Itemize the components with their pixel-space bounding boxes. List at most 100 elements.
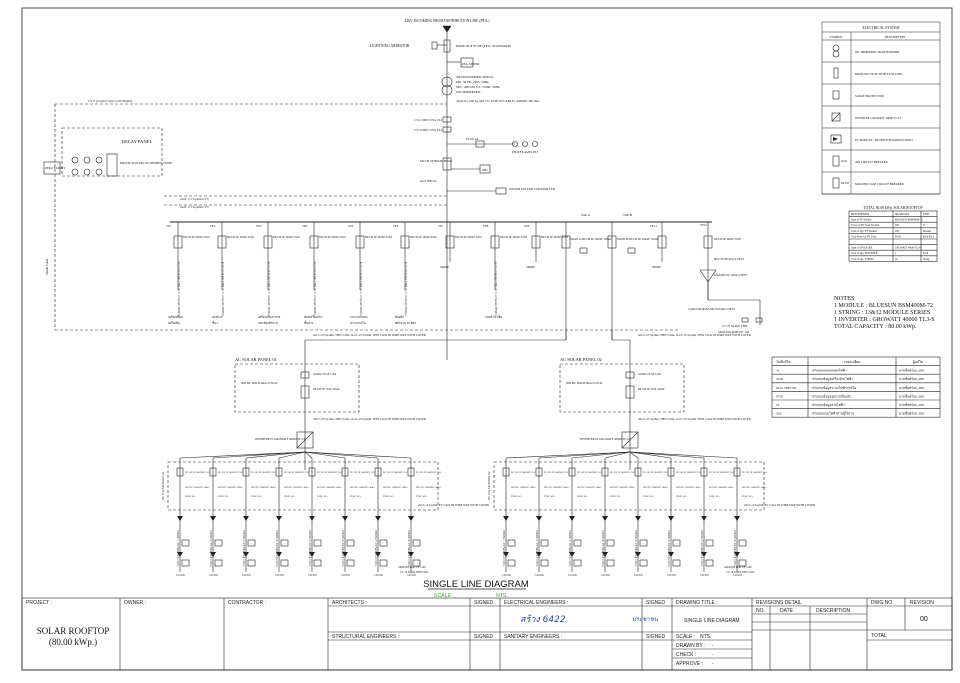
pv-string-label: STRING 6 : PV MODULE 13 PCs bbox=[667, 530, 670, 566]
pv-module-icon bbox=[379, 539, 388, 547]
pv-string-label: STRING 7 : PV MODULE 13 PCs bbox=[374, 530, 377, 566]
main-mccb-symbol bbox=[442, 157, 452, 171]
total-table-head: DESCRIPTION bbox=[851, 213, 869, 216]
ac-panel-mccb-label: MCCB 3P 75AT 100AF bbox=[638, 388, 665, 391]
pv-module-icon bbox=[412, 559, 421, 567]
dc-spd-label: SPD DC 1000VDC 40kA bbox=[643, 486, 668, 489]
dc-spd-label: SPD DC 1000VDC 40kA bbox=[610, 486, 635, 489]
cvv-1-label: 2x2C 1.5 Sq.mm CVV bbox=[180, 197, 210, 201]
total-capacity-table: TOTAL 80.00 kWp. SOLAR ROOFTOPDESCRIPTIO… bbox=[848, 206, 938, 262]
string-kwp-label: 5.20 kW bbox=[733, 574, 742, 577]
feeder-cable-label: 4x1/C-25 Sq.mm. THW 1x1/C-16 Sq.mm. THW(… bbox=[313, 262, 316, 316]
total-table-cell: Module bbox=[923, 230, 932, 233]
feeder-mccb-label: MCCB 3P 100AF 50AT bbox=[273, 236, 300, 239]
dc-spd-label: SPD DC 1000VDC 40kA bbox=[251, 486, 276, 489]
feeder-cable-label: 4x1/C-10 Sq.mm. THW 1x1/C-10 Sq.mm. THW(… bbox=[359, 262, 362, 316]
surge-icon bbox=[832, 90, 840, 100]
feeder-mccb-label: MCCB 3P 100AF 63AT bbox=[410, 236, 437, 239]
pv-module-icon bbox=[573, 559, 582, 567]
signed-label-4: SIGNED bbox=[646, 634, 666, 640]
dc-spd-label: SPD DC 1000VDC 40kA bbox=[218, 486, 243, 489]
main-a-label: MAIN A MCCB 3P 160AF 160AT bbox=[570, 237, 612, 241]
legend-code: ACB bbox=[841, 160, 847, 163]
rev-table-cell: ปรับปรุงข้อมูลเครื่องจักรไฟฟ้า bbox=[812, 376, 853, 382]
signature-2: ประชาชน bbox=[632, 616, 658, 623]
notes-line-1: 1 MODULE : BLUESUN BSM400M-72 bbox=[834, 303, 933, 309]
revision-value: 00 bbox=[920, 616, 928, 623]
rev-table-cell: 25/06 bbox=[776, 377, 784, 381]
acb-icon bbox=[832, 155, 840, 167]
drawn-by-value: - bbox=[712, 643, 714, 649]
diode-arrow bbox=[276, 516, 282, 521]
total-table-cell: W bbox=[923, 224, 926, 227]
transformer-winding-2 bbox=[441, 84, 453, 96]
feeder-load-label-1: SPARE bbox=[526, 265, 535, 269]
rev-table-cell: นายชั้นพร้อม_ผจก. bbox=[899, 376, 925, 381]
diode-arrow bbox=[309, 552, 315, 557]
feeder-load-label-1: เครื่องปรับอากาศ bbox=[258, 314, 280, 319]
drawing-scale-value: NTS. bbox=[496, 593, 508, 599]
diode-arrow bbox=[602, 516, 608, 521]
feeder-tag: TP9 bbox=[524, 224, 530, 228]
pv-module-icon bbox=[313, 559, 322, 567]
pfc-label: POWER FACTOR CONTROLLER bbox=[509, 187, 556, 191]
ct1-label: CT=1 800/5 5VA CL1 bbox=[414, 118, 443, 122]
string-kwp-label: 5.20 kW bbox=[242, 574, 251, 577]
capacitor-symbol bbox=[699, 269, 717, 283]
pv-string-label: STRING 7 : PV MODULE 13 PCs bbox=[700, 530, 703, 566]
feeder-tag: TP11 bbox=[650, 224, 657, 228]
feeder-mccb-symbol bbox=[400, 235, 410, 249]
feeder-mccb-symbol bbox=[217, 235, 227, 249]
diode-arrow bbox=[342, 552, 348, 557]
owner-label: OWNER : bbox=[124, 600, 146, 606]
pv-string-label: STRING 3 : PV MODULE 13 PCs bbox=[568, 530, 571, 566]
pv-string-label: STRING 2 : PV MODULE 13 PCs bbox=[535, 530, 538, 566]
dc-fuse-label: FUSE 16A bbox=[218, 495, 229, 498]
total-table-cell: GROWATT 40000 TL3-S bbox=[895, 247, 922, 250]
pfc-box bbox=[495, 187, 507, 195]
string-kwp-label: 5.20 kW bbox=[634, 574, 643, 577]
diode-arrow bbox=[536, 552, 542, 557]
total-table-cell: Total of Qty. STRING bbox=[851, 258, 874, 261]
legend-col-symbol: SYMBOL bbox=[829, 35, 842, 39]
scale-value: NTS. bbox=[700, 634, 712, 640]
pv-module-icon bbox=[507, 559, 516, 567]
feeder-mccb-label: MCCB 3P 100AF 32AT bbox=[455, 236, 482, 239]
legend-title: ELECTRICAL SYSTEM bbox=[863, 26, 901, 30]
feeder-tag: TP3 bbox=[256, 224, 262, 228]
dc-spd-label: SPD DC 1000VDC 40kA bbox=[544, 486, 569, 489]
total-table-cell: 16 bbox=[895, 258, 898, 261]
feeder-load-label-2: และห้องพักงาน bbox=[258, 321, 278, 325]
dc-fuse-label: FUSE 16A bbox=[544, 495, 555, 498]
diode-arrow bbox=[668, 516, 674, 521]
diode-arrow bbox=[408, 516, 414, 521]
rev-date-header: DATE bbox=[780, 608, 793, 614]
total-table-cell: Type of INVERTER bbox=[851, 247, 873, 250]
feeder-mccb-symbol bbox=[263, 235, 273, 249]
dc-fuse-label: FUSE 16A bbox=[742, 495, 753, 498]
pv-module-icon bbox=[214, 559, 223, 567]
feeder-mccb-symbol bbox=[355, 235, 365, 249]
pv-module-icon bbox=[346, 559, 355, 567]
project-name-line-1: SOLAR ROOFTOP bbox=[36, 626, 110, 636]
transformer-label-2: PRI. 50 Hz, 24kV 50Hz. bbox=[456, 80, 490, 85]
pv-string-label: STRING 1 : PV MODULE 13 PCs bbox=[502, 530, 505, 566]
ac-panel-spd-label: SPD PK: SPD-B 40kA 4+2N AC bbox=[566, 382, 603, 385]
string-kwp-label: 5.20 kW bbox=[209, 574, 218, 577]
sheet-border bbox=[21, 7, 953, 671]
total-table-cell: 400 bbox=[895, 224, 900, 227]
pv-string-label: STRING 8 : PV MODULE 13 PCs bbox=[733, 530, 736, 566]
feeder-tag: TP7 bbox=[438, 224, 444, 228]
dc-fuse-label: FUSE 16A bbox=[676, 495, 687, 498]
dc-cb-label: DC CB 2P 1000VDC 32A bbox=[676, 471, 702, 474]
ac-panel-mccb-label: MCCB 3P 75AT 100AF bbox=[313, 388, 340, 391]
pv-module-icon bbox=[540, 559, 549, 567]
dc-cb-label: DC CB 2P 1000VDC 32A bbox=[416, 471, 442, 474]
incoming-arrow bbox=[442, 25, 452, 33]
pv-module-icon bbox=[181, 539, 190, 547]
feeder-tag: TP4 bbox=[302, 224, 308, 228]
rev-table-cell: นายชั้นพร้อม_ผจก. bbox=[899, 393, 925, 398]
dc-fuse-label: FUSE 16A bbox=[350, 495, 361, 498]
